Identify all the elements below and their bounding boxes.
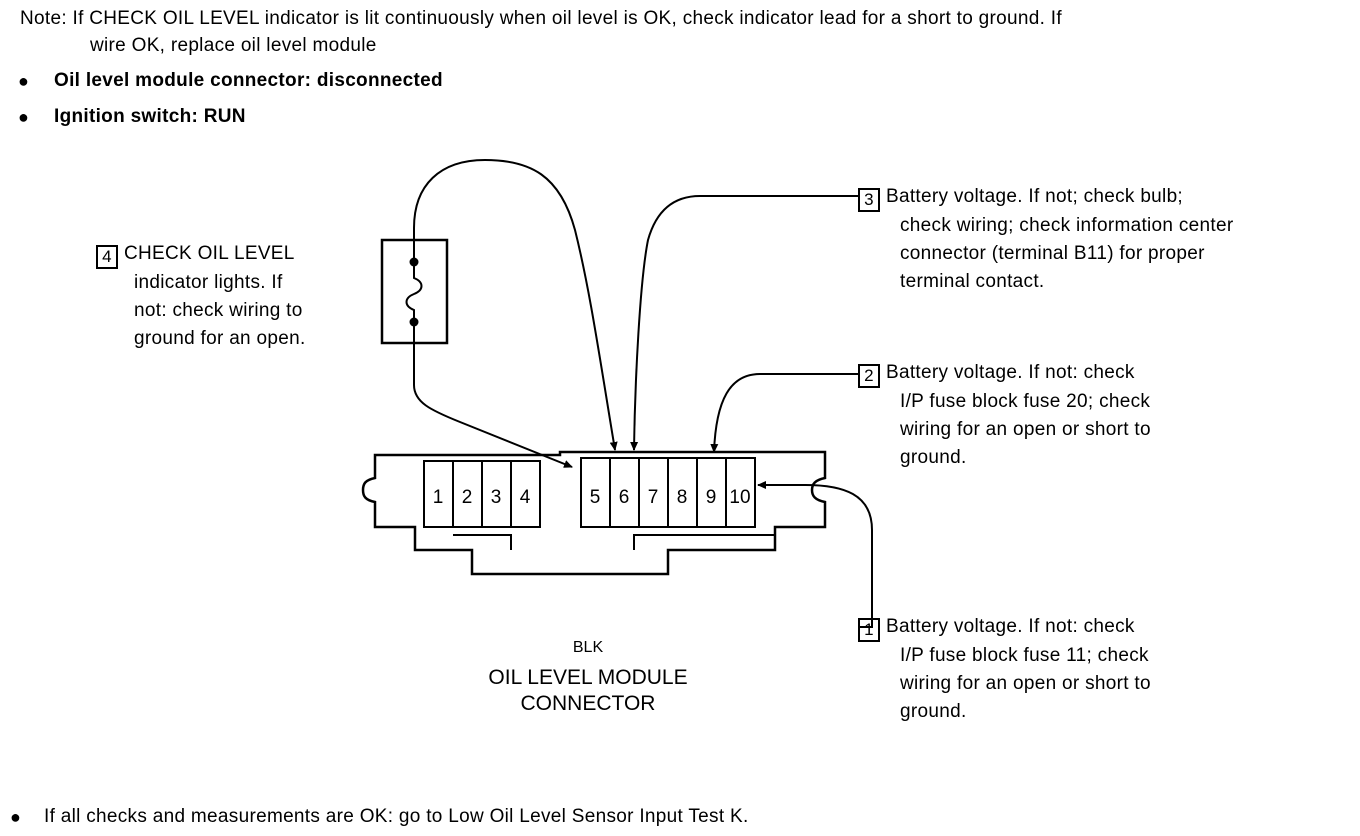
callout-4-line-3: not: check wiring to — [134, 300, 303, 321]
terminal-label-5: 5 — [590, 487, 601, 508]
callout-3: 3 Battery voltage. If not; check bulb; ch… — [858, 183, 1233, 296]
bullet-icon: ● — [18, 107, 29, 127]
callout-2-line-4: ground. — [900, 447, 967, 468]
callout-4: 4 CHECK OIL LEVEL indicator lights. If no… — [96, 240, 306, 353]
wire-lamp-to-terminal-5 — [413, 322, 573, 468]
terminal-label-4: 4 — [520, 487, 531, 508]
callout-1-line-4: ground. — [900, 701, 967, 722]
callout-1-line-3: wiring for an open or short to — [900, 673, 1151, 694]
terminal-label-2: 2 — [462, 487, 473, 508]
condition-ignition: Ignition switch: RUN — [54, 106, 246, 127]
wire-callout-2 — [710, 373, 858, 453]
terminal-label-8: 8 — [677, 487, 688, 508]
connector-key-left — [453, 534, 512, 550]
callout-2-line-2: I/P fuse block fuse 20; check — [900, 391, 1151, 412]
callout-1-line-1: Battery voltage. If not: check — [886, 616, 1135, 637]
note-line-2: wire OK, replace oil level module — [90, 35, 377, 56]
terminal-label-3: 3 — [491, 487, 502, 508]
wire-lamp-to-terminal-6 — [413, 158, 618, 451]
note-line-1: Note: If CHECK OIL LEVEL indicator is li… — [20, 8, 1062, 29]
terminal-cell-10 — [725, 457, 756, 528]
terminal-label-10: 10 — [729, 487, 750, 508]
terminal-cell-4 — [510, 460, 541, 528]
connector-title-line-2: CONNECTOR — [520, 692, 656, 715]
footer-instruction: If all checks and measurements are OK: g… — [44, 806, 749, 827]
callout-number-2: 2 — [858, 364, 880, 388]
callout-1-line-2: I/P fuse block fuse 11; check — [900, 645, 1149, 666]
wire-callout-3 — [630, 195, 858, 451]
connector-title-line-1: OIL LEVEL MODULE — [488, 666, 688, 689]
callout-4-line-4: ground for an open. — [134, 328, 306, 349]
callout-3-line-2: check wiring; check information center — [900, 215, 1234, 236]
callout-2: 2 Battery voltage. If not: check I/P fuse… — [858, 359, 1151, 472]
connector-color-label: BLK — [572, 639, 604, 656]
terminal-label-1: 1 — [433, 487, 444, 508]
terminal-label-9: 9 — [706, 487, 717, 508]
lamp-filament — [405, 262, 423, 322]
terminal-label-7: 7 — [648, 487, 659, 508]
callout-1: 1 Battery voltage. If not: check I/P fuse… — [858, 613, 1151, 726]
bullet-icon: ● — [18, 71, 29, 91]
callout-4-line-2: indicator lights. If — [134, 272, 283, 293]
terminal-label-6: 6 — [619, 487, 630, 508]
connector-key-right — [633, 534, 775, 550]
callout-number-4: 4 — [96, 245, 118, 269]
callout-3-line-1: Battery voltage. If not; check bulb; — [886, 186, 1184, 207]
bullet-icon: ● — [10, 807, 21, 827]
condition-connector: Oil level module connector: disconnected — [54, 70, 443, 91]
wire-callout-1 — [757, 481, 873, 628]
connector-housing — [361, 450, 827, 576]
callout-3-line-3: connector (terminal B11) for proper — [900, 243, 1205, 264]
callout-4-line-1: CHECK OIL LEVEL — [124, 243, 295, 264]
callout-number-3: 3 — [858, 188, 880, 212]
callout-2-line-1: Battery voltage. If not: check — [886, 362, 1135, 383]
callout-2-line-3: wiring for an open or short to — [900, 419, 1151, 440]
callout-number-1: 1 — [858, 618, 880, 642]
callout-3-line-4: terminal contact. — [900, 271, 1045, 292]
